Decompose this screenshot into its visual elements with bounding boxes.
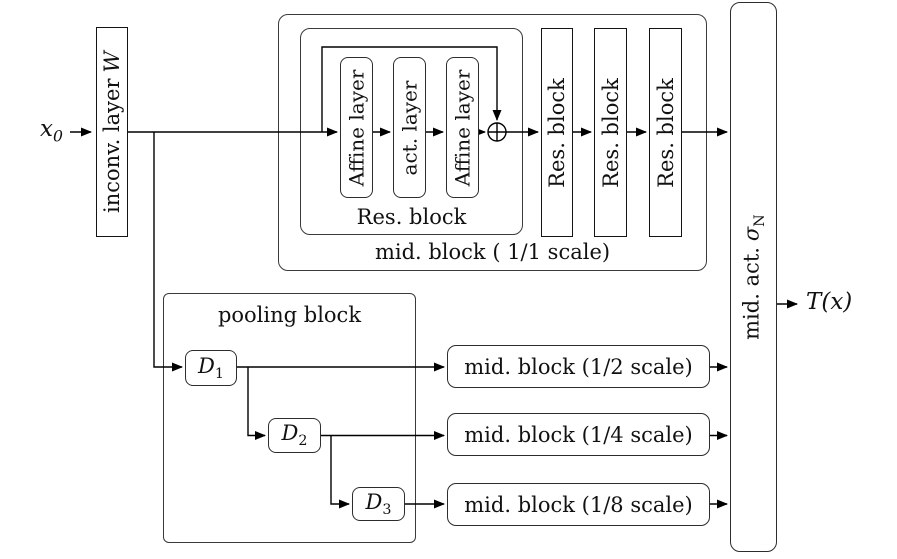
inconv-layer-box: inconv. layerW: [96, 27, 128, 237]
mid-block-1-4-label: mid. block (1/4 scale): [464, 422, 693, 447]
res-block-1-box: Res. block: [541, 28, 573, 237]
mid-block-1-8-box: mid. block (1/8 scale): [447, 483, 710, 526]
affine-layer-2-box: Affine layer: [446, 57, 479, 198]
pooling-block-caption: pooling block: [217, 303, 362, 327]
mid-act-box: mid. act.σN: [730, 2, 777, 552]
wire-d2-to-d3: [330, 435, 350, 509]
d2-label: D2: [281, 421, 308, 450]
mid-block-1-2-box: mid. block (1/2 scale): [447, 345, 710, 388]
affine-layer-1-label: Affine layer: [344, 69, 369, 186]
input-sub: 0: [52, 126, 63, 146]
wire-skip-connection: [321, 46, 502, 132]
wire-branch-to-d1: [153, 132, 183, 372]
mid-block-1-8-label: mid. block (1/8 scale): [464, 492, 693, 517]
output-label: T(x): [806, 289, 853, 315]
d2-box: D2: [268, 418, 321, 453]
mid-block-1-4-box: mid. block (1/4 scale): [447, 413, 710, 456]
input-label: x0: [40, 116, 63, 146]
mid-block-1-2-label: mid. block (1/2 scale): [464, 354, 693, 379]
sum-icon: [487, 122, 507, 142]
d1-box: D1: [185, 350, 237, 386]
wire-group: [70, 46, 798, 509]
res-block-2-label: Res. block: [598, 77, 623, 188]
input-var: x: [40, 116, 53, 142]
res-block-detail-caption: Res. block: [356, 205, 467, 229]
res-block-3-label: Res. block: [653, 77, 678, 188]
mid-block-1-1-caption: mid. block ( 1/1 scale): [374, 240, 611, 264]
d1-label: D1: [198, 353, 224, 383]
affine-layer-2-label: Affine layer: [450, 69, 475, 186]
d3-label: D3: [365, 489, 392, 519]
d3-box: D3: [352, 487, 405, 521]
mid-act-label: mid. act.σN: [739, 214, 768, 340]
res-block-2-box: Res. block: [594, 28, 627, 237]
wire-d1-to-d2: [247, 367, 266, 440]
res-block-1-label: Res. block: [545, 77, 569, 188]
act-layer-label: act. layer: [397, 80, 422, 175]
act-layer-box: act. layer: [393, 57, 426, 198]
affine-layer-1-box: Affine layer: [340, 57, 373, 198]
inconv-layer-label: inconv. layerW: [100, 51, 124, 213]
res-block-3-box: Res. block: [649, 28, 682, 237]
